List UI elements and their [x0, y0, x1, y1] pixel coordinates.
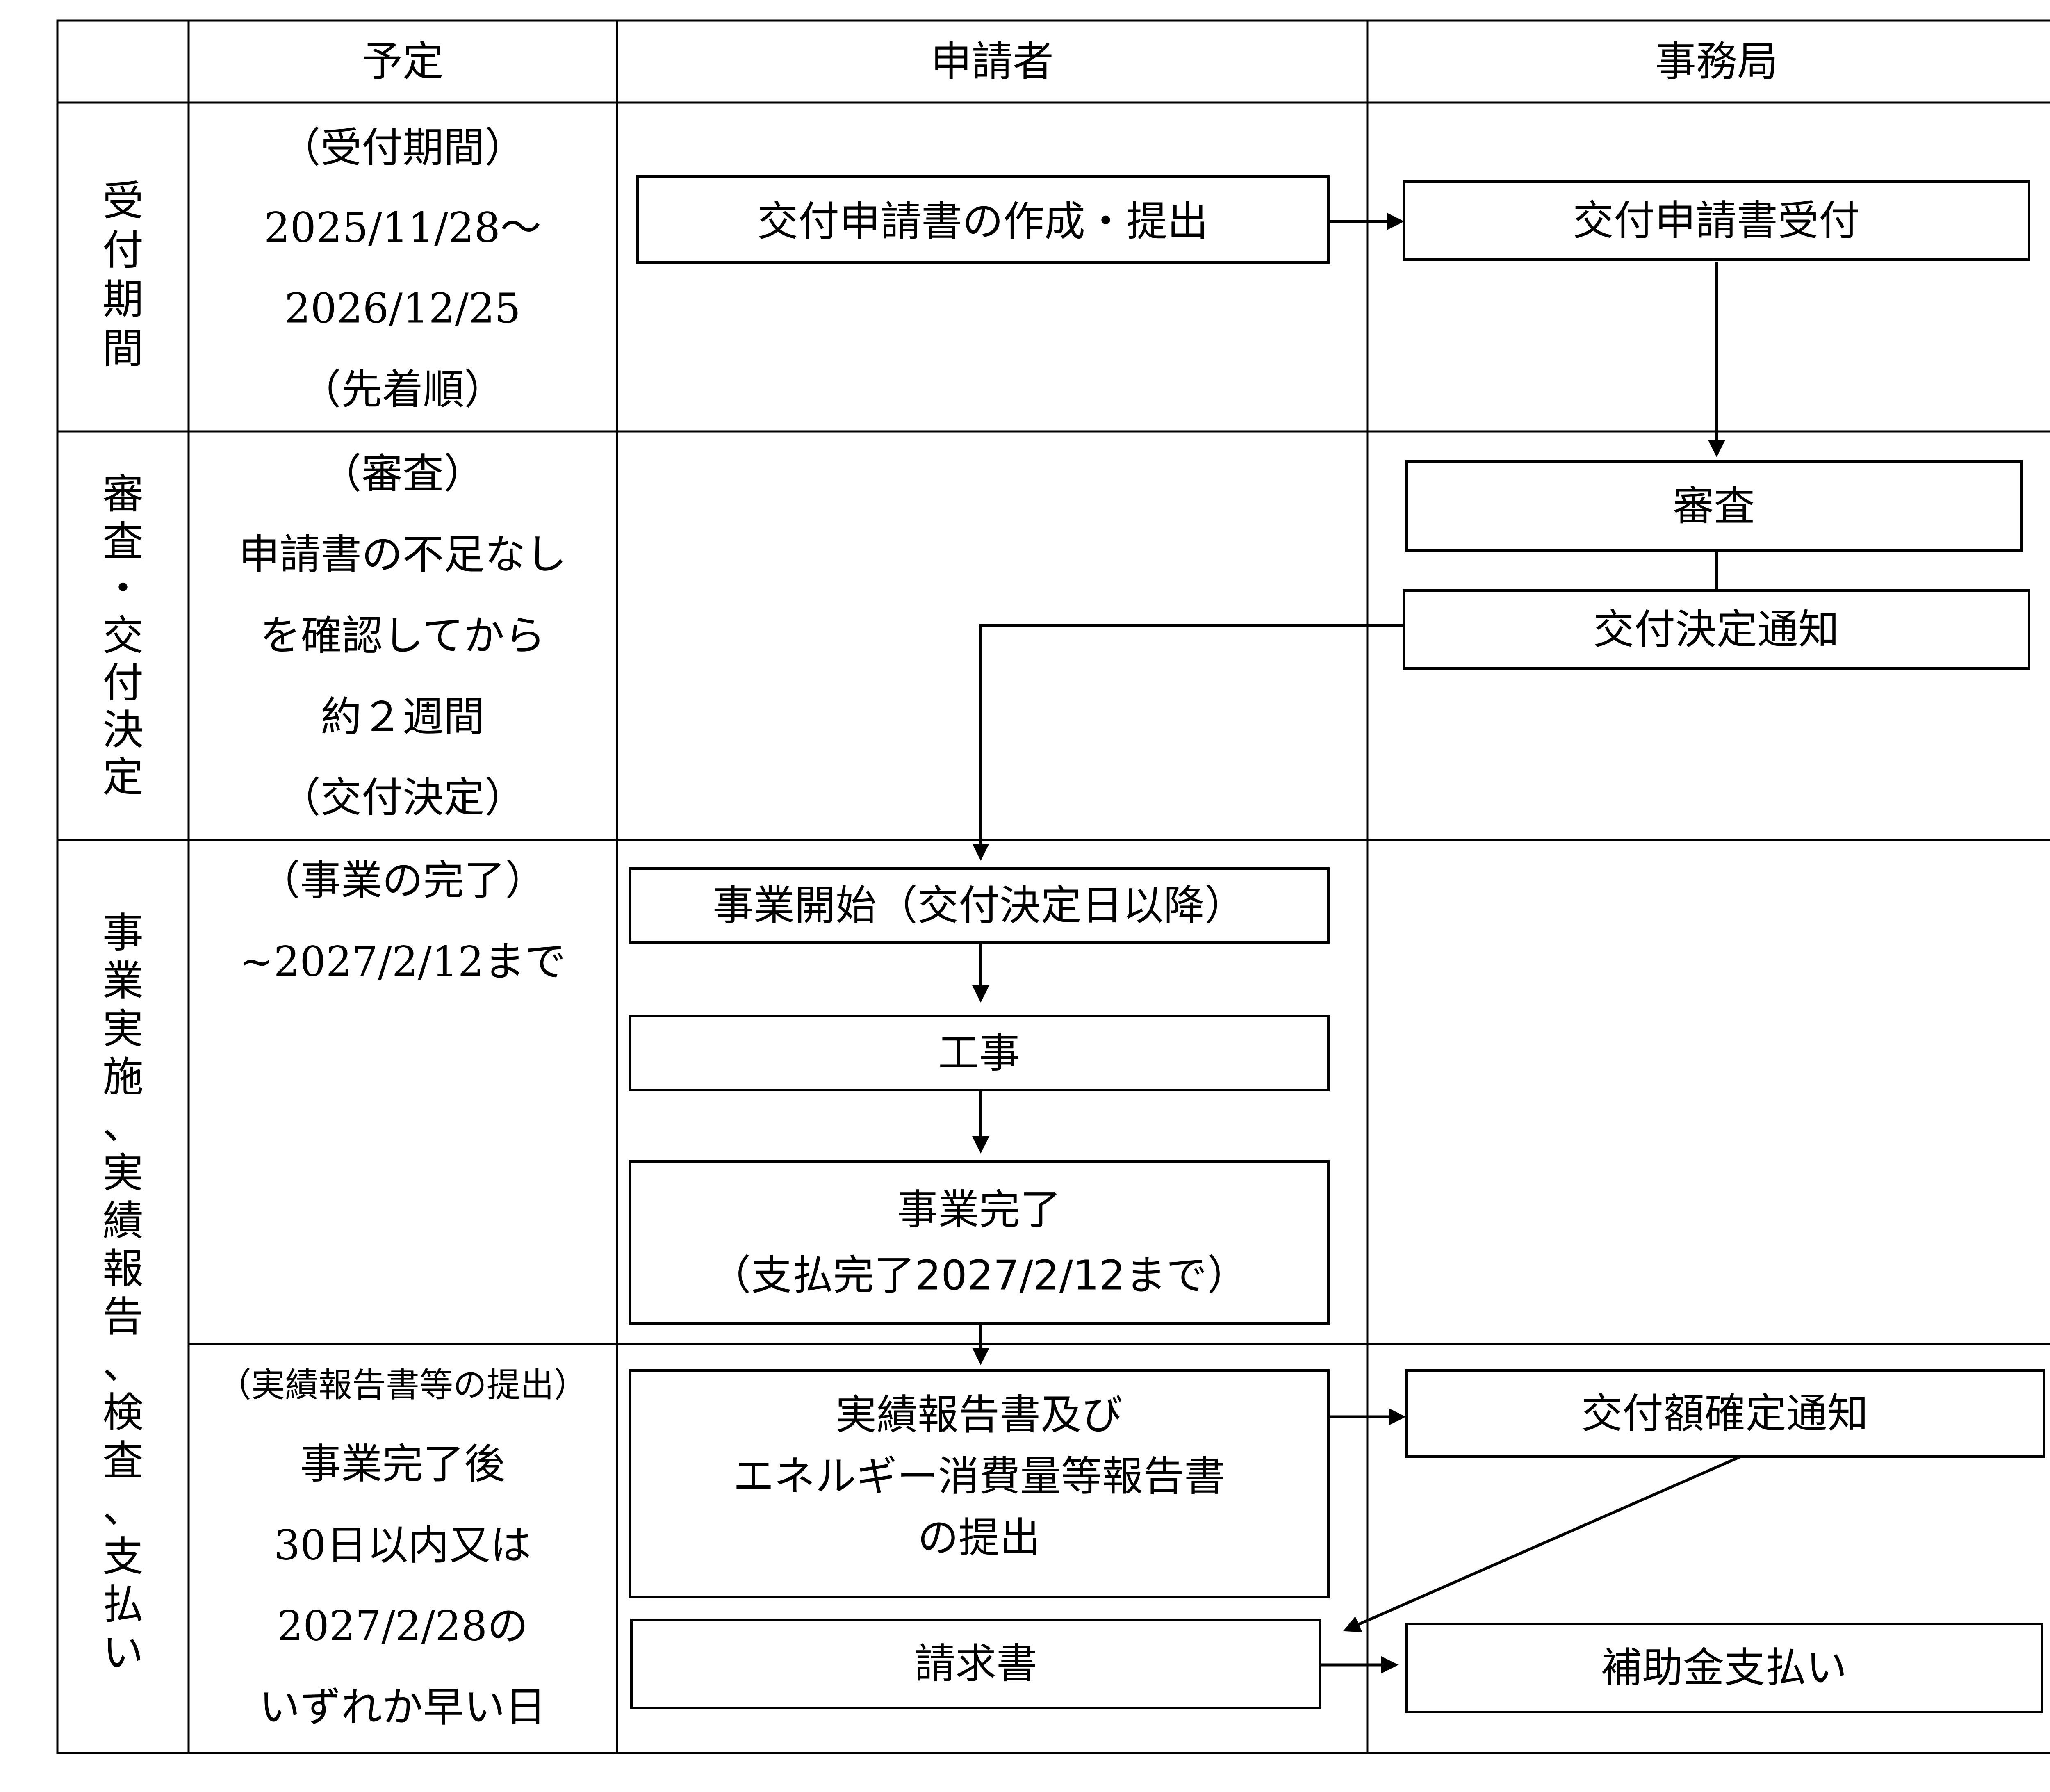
box-line: の提出	[918, 1514, 1041, 1562]
svg-text:審査: 審査	[1673, 482, 1755, 530]
box-apply-submit: 交付申請書の作成・提出	[636, 175, 1330, 264]
phase-label-review: 付	[102, 659, 144, 707]
phase-label-implementation: 、	[102, 1341, 144, 1389]
box-payment: 補助金支払い	[1405, 1623, 2043, 1713]
box-decision-notice: 交付決定通知	[1403, 589, 2030, 670]
box-line: 補助金支払い	[1601, 1644, 1847, 1692]
box-line: 請求書	[914, 1640, 1037, 1688]
connectors	[972, 213, 1743, 1673]
phase-label-review: 審	[102, 470, 144, 518]
svg-text:交付申請書の作成・提出: 交付申請書の作成・提出	[757, 198, 1208, 246]
schedule-report: 30日以内又は	[274, 1521, 531, 1569]
schedule-report-title: （実績報告書等の提出）	[218, 1366, 588, 1405]
phase-label-review: 査	[102, 518, 144, 565]
phase-label-implementation: 業	[102, 957, 144, 1005]
arrow-amount-notice-to-invoice	[1343, 1454, 1743, 1632]
phase-label-implementation: い	[102, 1629, 144, 1677]
phase-label-implementation: 実	[102, 1005, 144, 1053]
svg-text:補助金支払い: 補助金支払い	[1601, 1644, 1847, 1692]
svg-text:工事: 工事	[938, 1029, 1020, 1077]
svg-text:請求書: 請求書	[914, 1640, 1037, 1688]
box-line: 交付申請書の作成・提出	[757, 198, 1208, 246]
box-line: エネルギー消費量等報告書	[733, 1452, 1225, 1500]
phase-label-implementation: 績	[102, 1197, 144, 1245]
svg-text:交付額確定通知: 交付額確定通知	[1581, 1390, 1868, 1438]
schedule-review: 申請書の不足なし	[239, 531, 567, 579]
box-line: 交付額確定通知	[1581, 1390, 1868, 1438]
phase-label-reception: 付	[102, 226, 144, 274]
phase-label-review: ・	[102, 565, 144, 613]
phase-label-implementation: 事	[102, 909, 144, 957]
schedule-review: （交付決定）	[280, 774, 526, 822]
schedule-implementation: ~2027/2/12まで	[239, 938, 566, 986]
phase-label-implementation: 施	[102, 1053, 144, 1101]
box-line: 事業完了	[897, 1186, 1061, 1234]
phase-label-implementation: 報	[102, 1245, 144, 1293]
phase-label-review: 決	[102, 706, 144, 754]
phase-label-implementation: 検	[102, 1389, 144, 1437]
schedule-implementation: （事業の完了）	[259, 857, 546, 905]
arrow-decision-to-start	[972, 624, 1404, 861]
svg-text:交付決定通知: 交付決定通知	[1593, 606, 1839, 654]
box-review: 審査	[1405, 460, 2023, 552]
box-line: 審査	[1673, 482, 1755, 530]
phase-label-implementation: 、	[102, 1485, 144, 1533]
header-applicant: 申請者	[931, 38, 1054, 86]
svg-text:交付申請書受付: 交付申請書受付	[1573, 197, 1860, 245]
schedule-review: を確認してから	[260, 612, 546, 660]
schedule-reception: （受付期間）	[280, 124, 526, 172]
box-invoice: 請求書	[630, 1619, 1321, 1709]
schedule-review: （審査）	[321, 450, 485, 498]
schedule-report: いずれか早い日	[259, 1683, 546, 1731]
phase-label-implementation: 実	[102, 1149, 144, 1197]
schedule-review: 約２週間	[321, 693, 485, 741]
schedule-report: 事業完了後	[300, 1440, 505, 1488]
box-line: （支払完了2027/2/12まで）	[710, 1252, 1248, 1300]
svg-text:事業完了（支払完了2027/2/12まで）: 事業完了 （支払完了2027/2/12まで）	[710, 1186, 1248, 1300]
phase-label-reception: 受	[102, 177, 144, 225]
box-line: 実績報告書及び	[836, 1391, 1123, 1439]
schedule-report: 2027/2/28の	[277, 1602, 528, 1650]
svg-text:実績報告書及びエネルギー消費量等報告書の提出: 実績報告書及びエネルギー消費量等報告書の提出	[733, 1391, 1225, 1562]
phase-label-review: 定	[102, 753, 144, 801]
box-project-complete: 事業完了 （支払完了2027/2/12まで）	[629, 1160, 1330, 1325]
schedule-column: （受付期間） 2025/11/28～ 2026/12/25 （先着順） （審査） 申請書の…	[218, 124, 588, 1731]
phase-label-implementation: 支	[102, 1533, 144, 1581]
schedule-reception: 2025/11/28～	[264, 204, 541, 252]
phase-label-implementation: 払	[102, 1581, 144, 1629]
phase-label-implementation: 、	[102, 1101, 144, 1149]
phase-label-implementation: 告	[102, 1293, 144, 1341]
schedule-reception: 2026/12/25	[285, 285, 521, 333]
header-office: 事務局	[1655, 38, 1778, 86]
box-line: 交付決定通知	[1593, 606, 1839, 654]
box-line: 交付申請書受付	[1573, 197, 1860, 245]
schedule-reception: （先着順）	[300, 366, 505, 414]
phase-label-implementation: 査	[102, 1437, 144, 1485]
phase-label-review: 交	[102, 612, 144, 660]
box-construction: 工事	[629, 1015, 1330, 1091]
box-line: 工事	[938, 1029, 1020, 1077]
table-grid	[56, 19, 2050, 1754]
phase-label-reception: 間	[102, 325, 144, 373]
box-apply-receive: 交付申請書受付	[1403, 180, 2030, 261]
box-amount-notice: 交付額確定通知	[1405, 1369, 2045, 1458]
box-project-start: 事業開始（交付決定日以降）	[629, 867, 1330, 944]
box-report-submit: 実績報告書及びエネルギー消費量等報告書の提出	[629, 1369, 1330, 1598]
box-line: 事業開始（交付決定日以降）	[713, 882, 1246, 930]
svg-text:事業開始（交付決定日以降）: 事業開始（交付決定日以降）	[713, 882, 1246, 930]
phase-label-reception: 期	[102, 276, 144, 324]
header-schedule: 予定	[362, 38, 444, 86]
